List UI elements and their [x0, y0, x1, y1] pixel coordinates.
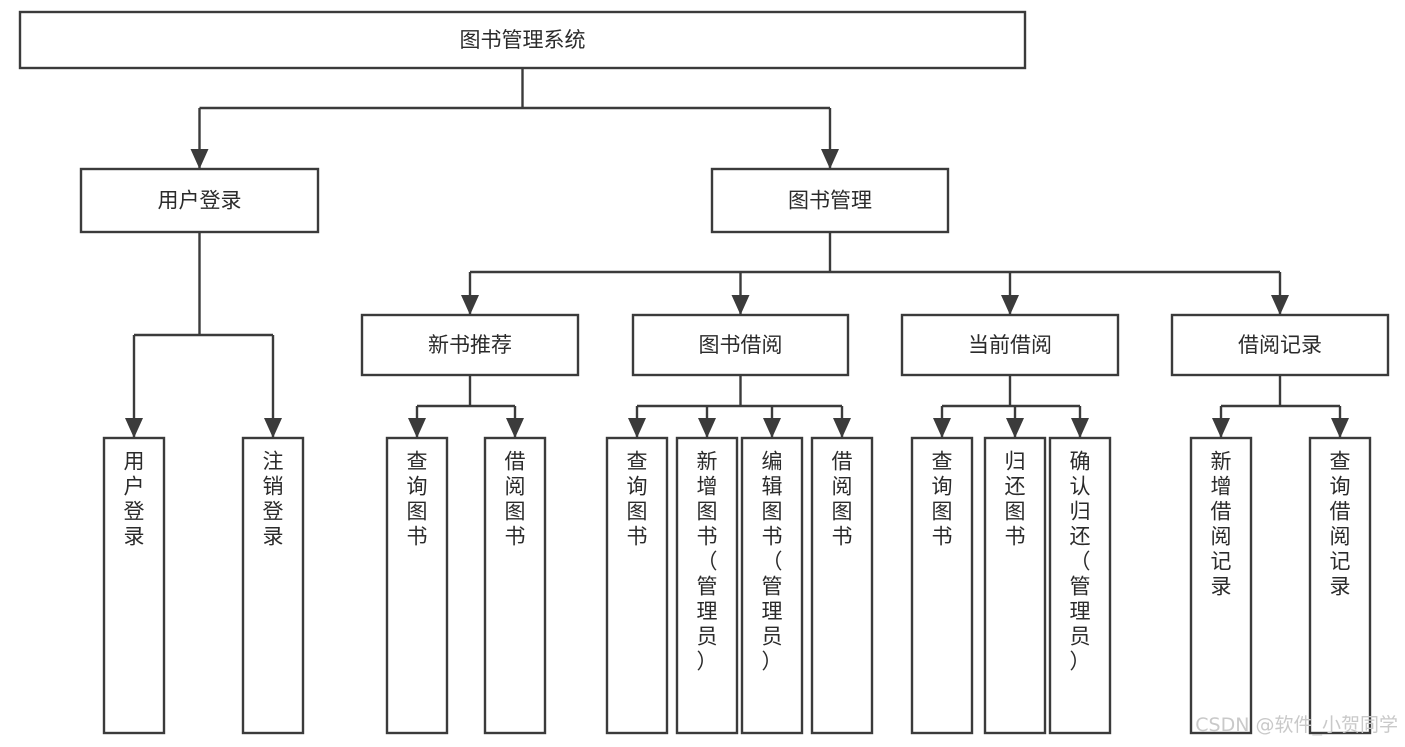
- node-box-leaf-user-login: [102, 436, 166, 735]
- arrow-head-icon-leaf-logout-login: [264, 418, 282, 438]
- node-label-leaf-query-book-borrow: 查询图书: [627, 450, 648, 549]
- arrow-head-icon-book-borrow: [731, 295, 750, 315]
- arrow-head-icon-leaf-return-book: [1006, 418, 1024, 438]
- node-label-leaf-query-book-current: 查询图书: [932, 450, 953, 549]
- node-label-leaf-query-borrow-record: 查询借阅记录: [1330, 450, 1351, 599]
- node-label-leaf-add-borrow-record: 新增借阅记录: [1211, 450, 1232, 599]
- node-layer: 图书管理系统用户登录图书管理新书推荐图书借阅当前借阅借阅记录用户登录注销登录查询…: [18, 10, 1390, 735]
- node-leaf-borrow-book-rec[interactable]: 借阅图书: [483, 436, 547, 735]
- node-book-management[interactable]: 图书管理: [710, 167, 950, 234]
- node-label-leaf-query-book-rec: 查询图书: [407, 450, 428, 549]
- node-box-leaf-query-book-current: [910, 436, 974, 735]
- node-leaf-borrow-book[interactable]: 借阅图书: [810, 436, 874, 735]
- node-label-book-borrow: 图书借阅: [699, 333, 783, 357]
- arrow-head-icon-borrow-record: [1271, 295, 1289, 315]
- node-leaf-query-book-rec[interactable]: 查询图书: [385, 436, 449, 735]
- node-box-leaf-edit-book-admin: [740, 436, 804, 735]
- node-box-borrow-record: [1170, 313, 1390, 377]
- node-user-login[interactable]: 用户登录: [79, 167, 320, 234]
- node-box-leaf-borrow-book: [810, 436, 874, 735]
- connector-layer: [125, 68, 1349, 438]
- arrow-head-icon-current-borrow: [1001, 295, 1019, 315]
- node-box-root: [18, 10, 1027, 70]
- node-box-book-management: [710, 167, 950, 234]
- arrow-head-icon-leaf-borrow-book-rec: [506, 418, 524, 438]
- arrow-head-icon-leaf-query-book-borrow: [628, 418, 646, 438]
- node-box-leaf-logout-login: [241, 436, 305, 735]
- node-label-leaf-add-book-admin: 新增图书（管理员）: [697, 450, 718, 674]
- node-box-leaf-add-book-admin: [675, 436, 739, 735]
- arrow-head-icon-leaf-user-login: [125, 418, 143, 438]
- node-box-new-book-recommend: [360, 313, 580, 377]
- node-box-book-borrow: [631, 313, 850, 377]
- node-leaf-add-borrow-record[interactable]: 新增借阅记录: [1189, 436, 1253, 735]
- node-box-leaf-confirm-return-admin: [1048, 436, 1112, 735]
- node-root[interactable]: 图书管理系统: [18, 10, 1027, 70]
- node-box-leaf-add-borrow-record: [1189, 436, 1253, 735]
- node-box-current-borrow: [900, 313, 1120, 377]
- arrow-head-icon-leaf-query-book-rec: [408, 418, 426, 438]
- node-leaf-query-book-borrow[interactable]: 查询图书: [605, 436, 669, 735]
- node-leaf-logout-login[interactable]: 注销登录: [241, 436, 305, 735]
- node-leaf-add-book-admin[interactable]: 新增图书（管理员）: [675, 436, 739, 735]
- arrow-head-icon-leaf-add-book-admin: [698, 418, 716, 438]
- arrow-head-icon-user-login: [190, 149, 209, 169]
- arrow-head-icon-leaf-query-borrow-record: [1331, 418, 1349, 438]
- node-label-leaf-borrow-book: 借阅图书: [832, 450, 853, 549]
- node-label-borrow-record: 借阅记录: [1238, 333, 1322, 357]
- node-label-book-management: 图书管理: [788, 189, 872, 213]
- node-label-leaf-confirm-return-admin: 确认归还（管理员）: [1070, 450, 1091, 674]
- csdn-watermark: CSDN @软件_小贺同学: [1195, 714, 1398, 736]
- arrow-head-icon-leaf-confirm-return-admin: [1071, 418, 1089, 438]
- node-borrow-record[interactable]: 借阅记录: [1170, 313, 1390, 377]
- node-leaf-query-borrow-record[interactable]: 查询借阅记录: [1308, 436, 1372, 735]
- arrow-head-icon-leaf-borrow-book: [833, 418, 851, 438]
- node-leaf-user-login[interactable]: 用户登录: [102, 436, 166, 735]
- node-label-root: 图书管理系统: [460, 28, 586, 52]
- node-label-leaf-logout-login: 注销登录: [263, 450, 284, 549]
- node-leaf-query-book-current[interactable]: 查询图书: [910, 436, 974, 735]
- node-label-new-book-recommend: 新书推荐: [428, 333, 512, 357]
- node-label-leaf-user-login: 用户登录: [124, 450, 145, 549]
- node-box-user-login: [79, 167, 320, 234]
- node-new-book-recommend[interactable]: 新书推荐: [360, 313, 580, 377]
- node-box-leaf-query-borrow-record: [1308, 436, 1372, 735]
- node-label-user-login: 用户登录: [158, 189, 242, 213]
- arrow-head-icon-book-management: [821, 149, 839, 169]
- node-box-leaf-return-book: [983, 436, 1047, 735]
- node-label-leaf-borrow-book-rec: 借阅图书: [505, 450, 526, 549]
- node-label-current-borrow: 当前借阅: [968, 333, 1052, 357]
- node-leaf-return-book[interactable]: 归还图书: [983, 436, 1047, 735]
- node-label-leaf-return-book: 归还图书: [1005, 450, 1026, 549]
- node-leaf-edit-book-admin[interactable]: 编辑图书（管理员）: [740, 436, 804, 735]
- node-book-borrow[interactable]: 图书借阅: [631, 313, 850, 377]
- node-box-leaf-query-book-borrow: [605, 436, 669, 735]
- arrow-head-icon-leaf-add-borrow-record: [1212, 418, 1230, 438]
- node-label-leaf-edit-book-admin: 编辑图书（管理员）: [762, 450, 783, 674]
- arrow-head-icon-leaf-query-book-current: [933, 418, 951, 438]
- node-box-leaf-borrow-book-rec: [483, 436, 547, 735]
- node-box-leaf-query-book-rec: [385, 436, 449, 735]
- node-current-borrow[interactable]: 当前借阅: [900, 313, 1120, 377]
- node-leaf-confirm-return-admin[interactable]: 确认归还（管理员）: [1048, 436, 1112, 735]
- arrow-head-icon-leaf-edit-book-admin: [763, 418, 781, 438]
- arrow-head-icon-new-book-recommend: [461, 295, 479, 315]
